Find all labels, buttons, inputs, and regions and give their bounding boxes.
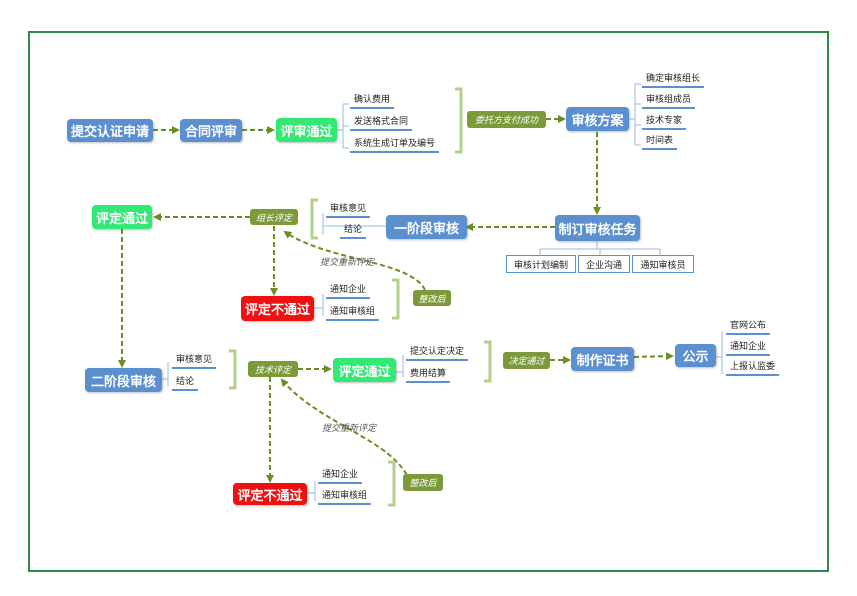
leaf-stage2-conclusion: 结论 — [172, 376, 199, 391]
label-decision-pass: 决定通过 — [503, 352, 550, 369]
arrow-cert-to-publicize — [633, 352, 674, 361]
bracket-pass2-leaves — [484, 340, 492, 383]
leaf-team-lead: 确定审核组长 — [642, 73, 705, 88]
bracket-fail1-leaves — [392, 278, 400, 320]
node-stage2-audit[interactable]: 二阶段审核 — [85, 368, 162, 392]
leaf-fee-settlement: 费用结算 — [406, 368, 451, 383]
leaf-stage1-opinion: 审核意见 — [326, 203, 371, 218]
tree-fail2-leaves — [307, 481, 316, 501]
leaf-team-members: 审核组成员 — [642, 94, 696, 109]
tree-pass2-leaves — [396, 355, 404, 377]
leaf-fail2-notify-team: 通知审核组 — [318, 490, 372, 505]
node-eval-fail-1[interactable]: 评定不通过 — [241, 296, 314, 321]
label-tech-eval: 技术评定 — [248, 361, 298, 377]
node-eval-fail-2[interactable]: 评定不通过 — [233, 483, 307, 505]
diagram-frame — [28, 31, 829, 572]
leaf-pub-notify-enterprise: 通知企业 — [726, 341, 771, 356]
node-make-audit-task[interactable]: 制订审核任务 — [555, 215, 640, 241]
node-audit-plan[interactable]: 审核方案 — [566, 107, 629, 131]
leaf-submit-decision: 提交认定决定 — [406, 346, 469, 361]
bracket-stage2-leaves — [229, 349, 237, 390]
label-rectified-1: 整改后 — [413, 290, 451, 306]
leaf-tech-expert: 技术专家 — [642, 115, 687, 130]
tree-plan-leaves — [629, 83, 641, 146]
label-client-paid: 委托方支付成功 — [467, 111, 546, 128]
leaf-website-publish: 官网公布 — [726, 320, 771, 335]
tree-stage2-leaves — [162, 362, 169, 386]
node-eval-pass-2[interactable]: 评定通过 — [333, 358, 396, 382]
note-resubmit-1: 提交重新评定 — [320, 258, 375, 268]
leaf-send-contract: 发送格式合同 — [350, 116, 413, 131]
tree-stage1-leaves — [322, 213, 386, 235]
leaf-enterprise-comm: 企业沟通 — [578, 255, 630, 273]
leaf-schedule: 时间表 — [642, 135, 678, 150]
tree-publicize-leaves — [716, 331, 723, 374]
node-publicize[interactable]: 公示 — [675, 344, 716, 367]
bracket-stage1-leaves — [310, 198, 318, 240]
label-team-lead-eval: 组长评定 — [250, 209, 298, 225]
node-submit-application[interactable]: 提交认证申请 — [67, 119, 153, 142]
leaf-fail2-notify-enterprise: 通知企业 — [318, 469, 363, 484]
node-eval-pass-1[interactable]: 评定通过 — [92, 205, 152, 229]
leaf-fail1-notify-team: 通知审核组 — [326, 306, 380, 321]
tree-task-leaves — [539, 241, 661, 255]
leaf-audit-plan-compile: 审核计划编制 — [506, 255, 576, 273]
bracket-review-leaves — [455, 87, 463, 154]
leaf-report-cnca: 上报认监委 — [726, 361, 780, 376]
node-make-certificate[interactable]: 制作证书 — [571, 347, 634, 371]
arrow-rectified1-to-lead — [283, 230, 426, 291]
leaf-fail1-notify-enterprise: 通知企业 — [326, 284, 371, 299]
arrow-rectified2-to-tech — [280, 378, 411, 483]
leaf-stage2-opinion: 审核意见 — [172, 354, 217, 369]
node-contract-review[interactable]: 合同评审 — [180, 119, 242, 142]
node-review-pass[interactable]: 评审通过 — [276, 118, 337, 142]
bracket-fail2-leaves — [388, 460, 396, 507]
leaf-stage1-conclusion: 结论 — [340, 224, 367, 239]
note-resubmit-2: 提交重新评定 — [322, 424, 377, 434]
label-rectified-2: 整改后 — [403, 474, 443, 491]
node-stage1-audit[interactable]: 一阶段审核 — [386, 215, 467, 239]
tree-review-leaves — [337, 103, 349, 149]
leaf-gen-order: 系统生成订单及编号 — [350, 138, 440, 153]
leaf-notify-auditor: 通知审核员 — [632, 255, 694, 273]
leaf-confirm-fee: 确认费用 — [350, 94, 395, 109]
